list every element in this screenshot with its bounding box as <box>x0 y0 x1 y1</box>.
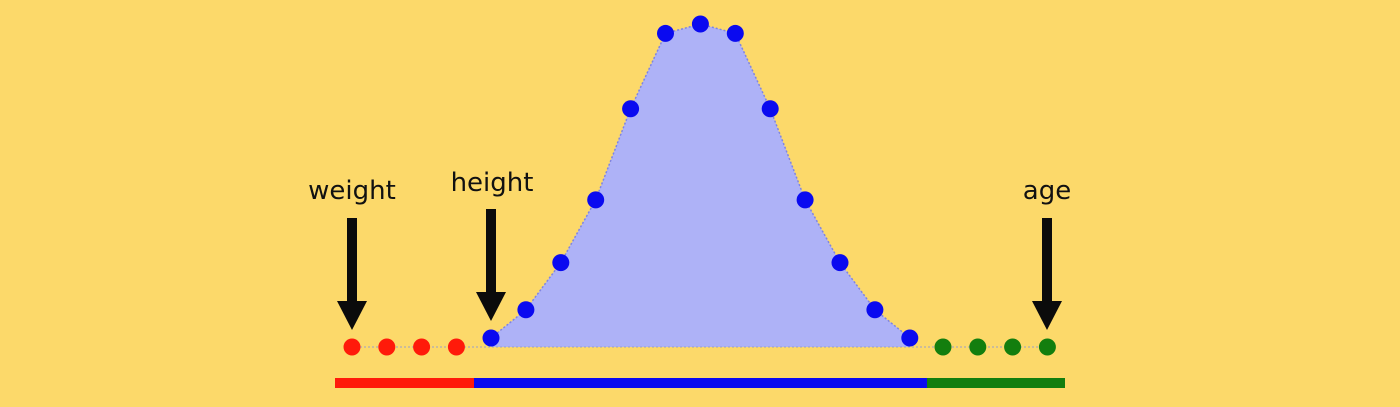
curve-point <box>657 24 674 42</box>
curve-point <box>796 191 814 209</box>
weight-range-point <box>378 338 396 356</box>
curve-point <box>552 254 570 272</box>
weight-range-bar <box>335 378 474 388</box>
weight-range-point <box>413 338 431 356</box>
age-range-point <box>934 338 952 356</box>
data-points <box>343 15 1056 356</box>
curve-point <box>761 100 779 118</box>
weight-range-point <box>343 338 361 356</box>
weight-range-point <box>447 338 465 356</box>
weight-label: weight <box>308 176 396 206</box>
age-range-bar <box>927 378 1065 388</box>
age-arrow-icon <box>1032 218 1062 330</box>
weight-arrow-icon <box>337 218 367 330</box>
age-range-point <box>969 338 987 356</box>
curve-point <box>691 15 709 33</box>
curve-point <box>622 100 640 118</box>
age-label: age <box>1022 176 1072 206</box>
range-bars <box>335 378 1065 388</box>
curve-point <box>517 301 535 319</box>
curve-point <box>866 301 884 319</box>
height-arrow-icon <box>476 209 506 321</box>
curve-point <box>901 329 919 347</box>
curve-point <box>482 329 500 347</box>
arrows <box>337 209 1062 330</box>
height-label: height <box>450 168 534 198</box>
height-range-bar <box>474 378 927 388</box>
curve-point <box>726 24 744 42</box>
age-range-point <box>1038 338 1056 356</box>
curve-point <box>831 254 849 272</box>
distribution-curve-area <box>491 24 910 347</box>
curve-point <box>587 191 605 209</box>
age-range-point <box>1004 338 1022 356</box>
